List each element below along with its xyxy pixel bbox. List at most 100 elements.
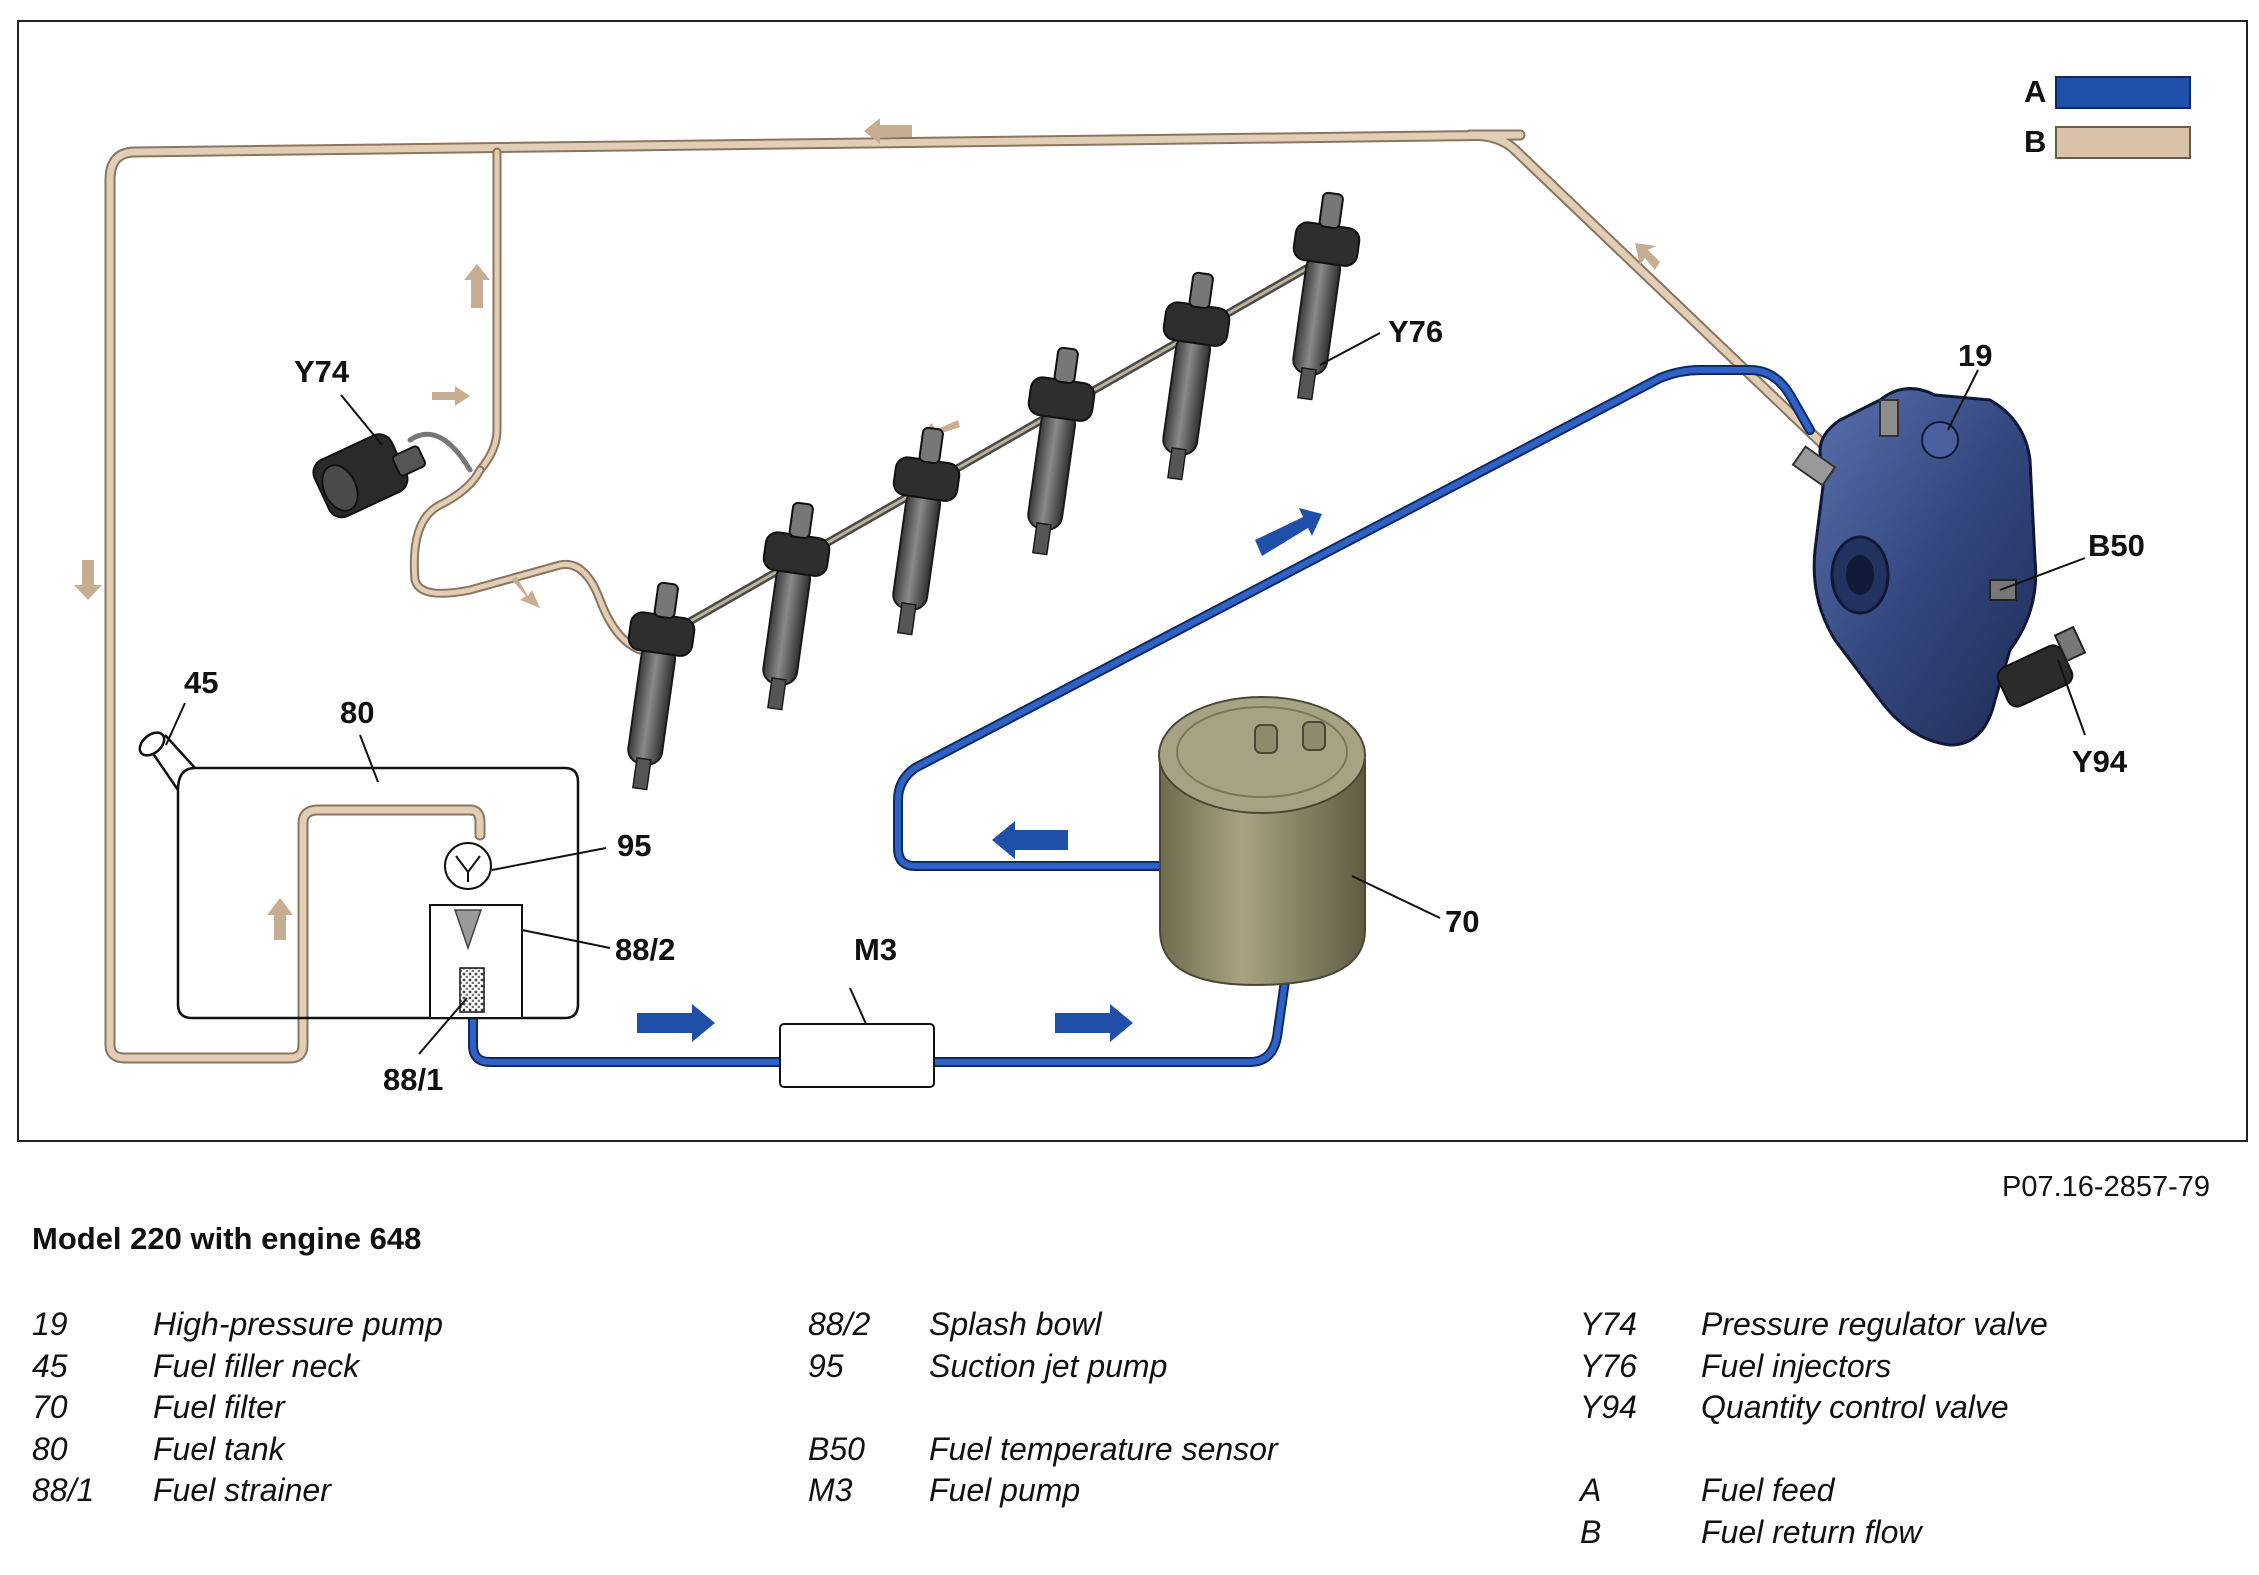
feed-arrow-1 [637, 1004, 715, 1042]
legend-code: M3 [808, 1472, 853, 1508]
return-line-main [104, 129, 1856, 1064]
figure-title: Model 220 with engine 648 [32, 1221, 422, 1256]
legend-row: 88/1 Fuel strainer [32, 1470, 732, 1512]
fuel-tank-outline [176, 766, 580, 1020]
legend-row: Y76 Fuel injectors [1580, 1346, 2240, 1388]
legend-row: 70 Fuel filter [32, 1387, 732, 1429]
key-swatch-a [2055, 76, 2191, 109]
fuel-filter [1158, 696, 1366, 987]
fuel-injector [1292, 191, 1361, 401]
filler-cap [138, 731, 166, 757]
regulator-link [407, 431, 473, 473]
legend-description: Fuel strainer [153, 1472, 331, 1508]
high-pressure-pump [1791, 387, 2087, 747]
legend-row: M3 Fuel pump [808, 1470, 1508, 1512]
legend-description: High-pressure pump [153, 1306, 443, 1342]
legend-row: A Fuel feed [1580, 1470, 2240, 1512]
legend-row: Y94 Quantity control valve [1580, 1387, 2240, 1429]
fuel-strainer [459, 967, 485, 1013]
legend-code: Y76 [1580, 1347, 1637, 1384]
label-70: 70 [1445, 904, 1479, 939]
legend-code: 70 [32, 1389, 68, 1425]
legend-row: Y74 Pressure regulator valve [1580, 1304, 2240, 1346]
return-arrow-2 [1635, 243, 1660, 270]
return-arrow-1 [864, 118, 912, 144]
label-88-2: 88/2 [615, 932, 675, 967]
return-arrows [74, 118, 1660, 940]
fuel-injector [1162, 271, 1231, 481]
feed-arrows [637, 508, 1322, 1042]
label-m3: M3 [854, 932, 897, 967]
feed-arrow-3 [992, 821, 1068, 859]
feed-arrow-2 [1055, 1004, 1133, 1042]
legend-description: Pressure regulator valve [1701, 1306, 2048, 1342]
label-95: 95 [617, 828, 651, 863]
temperature-sensor [1989, 579, 2017, 601]
legend-code: B50 [808, 1430, 865, 1467]
return-arrow-6 [512, 576, 540, 608]
legend-row: B50 Fuel temperature sensor [808, 1429, 1508, 1471]
return-arrow-4 [432, 386, 470, 406]
return-lines [104, 129, 1856, 1064]
legend-description: Fuel pump [929, 1472, 1081, 1508]
key-label-a: A [2024, 74, 2046, 109]
legend-description: Fuel injectors [1701, 1347, 1892, 1384]
legend-description: Fuel feed [1701, 1472, 1835, 1508]
rail-link-line [409, 465, 645, 655]
fuel-injectors [627, 191, 1361, 791]
suction-jet-pump [444, 842, 492, 890]
return-arrow-3 [464, 264, 490, 308]
legend-code: 88/1 [32, 1472, 95, 1508]
label-80: 80 [340, 695, 374, 730]
filler-neck [150, 751, 180, 791]
legend-code: Y74 [1580, 1306, 1637, 1342]
legend-row: 45 Fuel filler neck [32, 1346, 732, 1388]
legend-description: Splash bowl [929, 1306, 1102, 1342]
document-id: P07.16-2857-79 [2002, 1171, 2210, 1203]
legend-description: Quantity control valve [1701, 1389, 2009, 1425]
legend-code: 45 [32, 1347, 68, 1384]
jet-cone [453, 909, 483, 951]
legend-code: 80 [32, 1430, 68, 1467]
fuel-tank [138, 731, 580, 1020]
quantity-control-valve [1996, 625, 2087, 708]
fuel-injector [627, 581, 696, 791]
legend-row [1580, 1429, 2240, 1471]
legend-code: 95 [808, 1347, 844, 1384]
legend-description: Fuel tank [153, 1430, 285, 1467]
return-arrow-7 [74, 560, 102, 600]
fuel-injector [1027, 346, 1096, 556]
legend-row: 95 Suction jet pump [808, 1346, 1508, 1388]
feed-arrow-4 [1255, 508, 1322, 556]
leader-lines [165, 332, 2086, 1055]
diagram-frame [17, 20, 2248, 1142]
label-19: 19 [1958, 338, 1992, 373]
label-y94: Y94 [2072, 744, 2128, 779]
return-arrow-8 [267, 898, 293, 940]
pressure-regulator-valve [312, 433, 427, 519]
fuel-pump-m3 [779, 1023, 935, 1088]
legend-row [808, 1387, 1508, 1429]
legend-description: Suction jet pump [929, 1347, 1168, 1384]
legend-code: 19 [32, 1306, 68, 1342]
legend-description: Fuel temperature sensor [929, 1430, 1278, 1467]
legend-code: Y94 [1580, 1389, 1637, 1425]
legend-description: Fuel return flow [1701, 1513, 1922, 1550]
fuel-injector [892, 426, 961, 636]
legend-description: Fuel filler neck [153, 1347, 360, 1384]
label-y74: Y74 [294, 354, 350, 389]
legend-code: B [1580, 1513, 1602, 1550]
legend-code: A [1580, 1472, 1602, 1508]
fuel-injector [762, 501, 831, 711]
legend-row: 80 Fuel tank [32, 1429, 732, 1471]
key-swatch-b [2055, 126, 2191, 159]
legend-description: Fuel filter [153, 1389, 285, 1425]
legend-row: 88/2 Splash bowl [808, 1304, 1508, 1346]
label-88-1: 88/1 [383, 1062, 443, 1097]
key-label-b: B [2024, 124, 2046, 159]
legend-code: 88/2 [808, 1306, 871, 1342]
